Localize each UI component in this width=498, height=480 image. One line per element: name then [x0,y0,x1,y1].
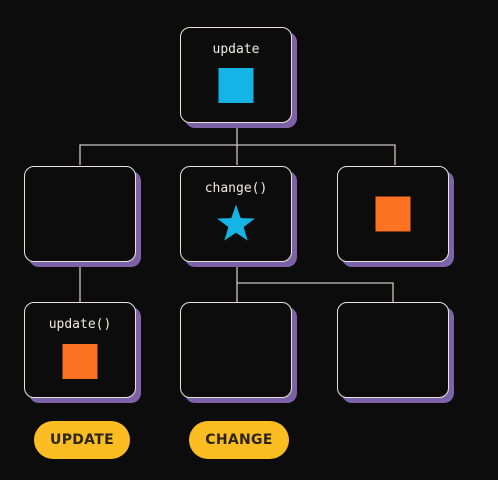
node-root-label: update [212,42,260,57]
node-bottom-left: update() [24,302,136,398]
update-button[interactable]: UPDATE [34,421,130,459]
node-mid-right [337,166,449,262]
node-bottom-left-label: update() [48,317,112,332]
orange-square-icon [62,344,98,379]
change-button[interactable]: CHANGE [189,421,289,459]
node-mid-left [24,166,136,262]
node-bottom-center [180,302,292,398]
node-mid-center-label: change() [204,181,268,196]
node-mid-center: change() [180,166,292,262]
blue-star-icon [217,204,255,241]
blue-square-icon [218,68,254,103]
node-root: update [180,27,292,123]
orange-square-icon [375,196,411,232]
node-bottom-right [337,302,449,398]
connector-center-to-children [236,262,394,302]
